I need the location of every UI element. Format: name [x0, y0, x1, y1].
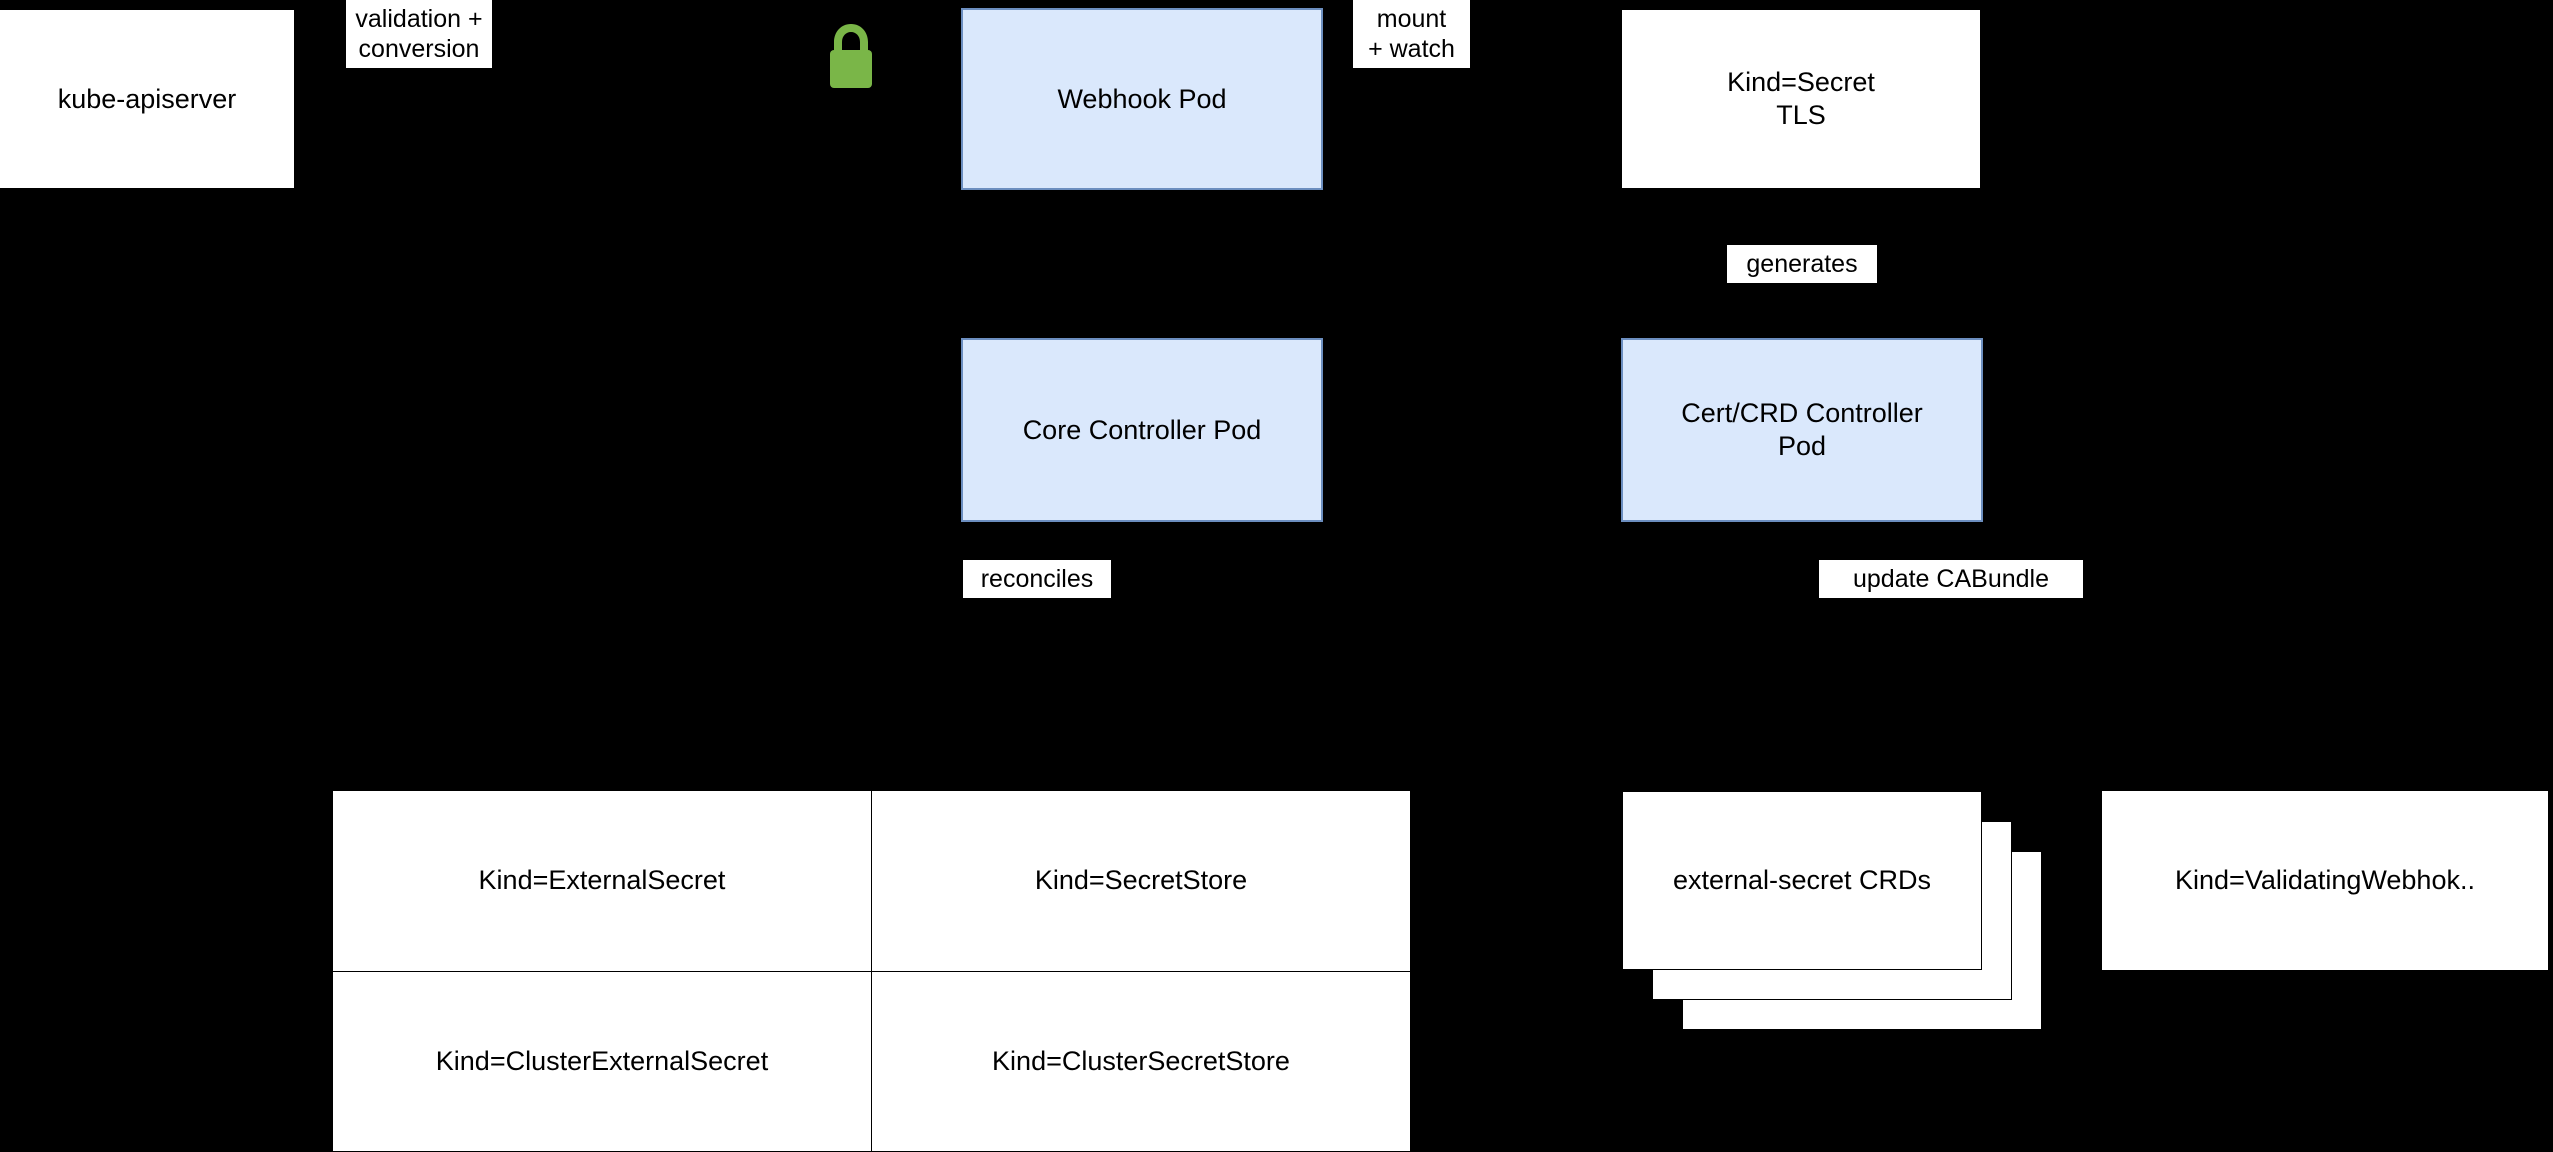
node-secret-tls[interactable]: Kind=Secret TLS	[1622, 10, 1980, 188]
edge-label-validation-conversion: validation + conversion	[346, 0, 492, 68]
edge-label-reconciles-text: reconciles	[980, 564, 1094, 593]
node-core-controller-pod[interactable]: Core Controller Pod	[961, 338, 1323, 522]
edge-label-update-cabundle: update CABundle	[1819, 560, 2083, 598]
kind-table: Kind=ExternalSecret Kind=SecretStore Kin…	[332, 790, 1411, 1152]
node-webhook-pod[interactable]: Webhook Pod	[961, 8, 1323, 190]
table-cell[interactable]: Kind=SecretStore	[871, 790, 1411, 972]
node-cert-crd-controller-pod-label: Cert/CRD Controller Pod	[1681, 398, 1923, 461]
edge-label-reconciles: reconciles	[963, 560, 1111, 598]
node-kube-apiserver-label: kube-apiserver	[57, 83, 237, 114]
table-cell-label: Kind=ExternalSecret	[478, 865, 726, 896]
node-core-controller-pod-label: Core Controller Pod	[1022, 414, 1262, 445]
table-cell-label: Kind=ClusterSecretStore	[992, 1045, 1290, 1076]
node-external-secret-crds-label: external-secret CRDs	[1672, 865, 1932, 895]
edge-label-mount-watch: mount + watch	[1353, 0, 1470, 68]
table-cell-label: Kind=SecretStore	[1034, 865, 1248, 896]
node-kube-apiserver[interactable]: kube-apiserver	[0, 10, 294, 188]
crd-stack-sheet-front[interactable]: external-secret CRDs	[1622, 791, 1982, 970]
node-cert-crd-controller-pod[interactable]: Cert/CRD Controller Pod	[1621, 338, 1983, 522]
node-secret-tls-label: Kind=Secret TLS	[1727, 67, 1875, 130]
edge-label-generates-text: generates	[1746, 249, 1858, 278]
table-cell-label: Kind=ClusterExternalSecret	[435, 1045, 769, 1076]
edge-label-validation-conversion-text: validation + conversion	[355, 4, 483, 64]
edge-label-update-cabundle-text: update CABundle	[1853, 564, 2049, 593]
node-external-secret-crds[interactable]: external-secret CRDs	[1622, 791, 2042, 1031]
node-webhook-pod-label: Webhook Pod	[1057, 83, 1227, 114]
node-validating-webhook[interactable]: Kind=ValidatingWebhok..	[2102, 791, 2548, 970]
table-cell[interactable]: Kind=ExternalSecret	[332, 790, 872, 972]
edge-label-mount-watch-text: mount + watch	[1368, 4, 1455, 64]
table-cell[interactable]: Kind=ClusterSecretStore	[871, 970, 1411, 1152]
table-cell[interactable]: Kind=ClusterExternalSecret	[332, 970, 872, 1152]
lock-icon	[824, 20, 878, 90]
node-validating-webhook-label: Kind=ValidatingWebhok..	[2175, 865, 2475, 896]
edge-label-generates: generates	[1727, 245, 1877, 283]
